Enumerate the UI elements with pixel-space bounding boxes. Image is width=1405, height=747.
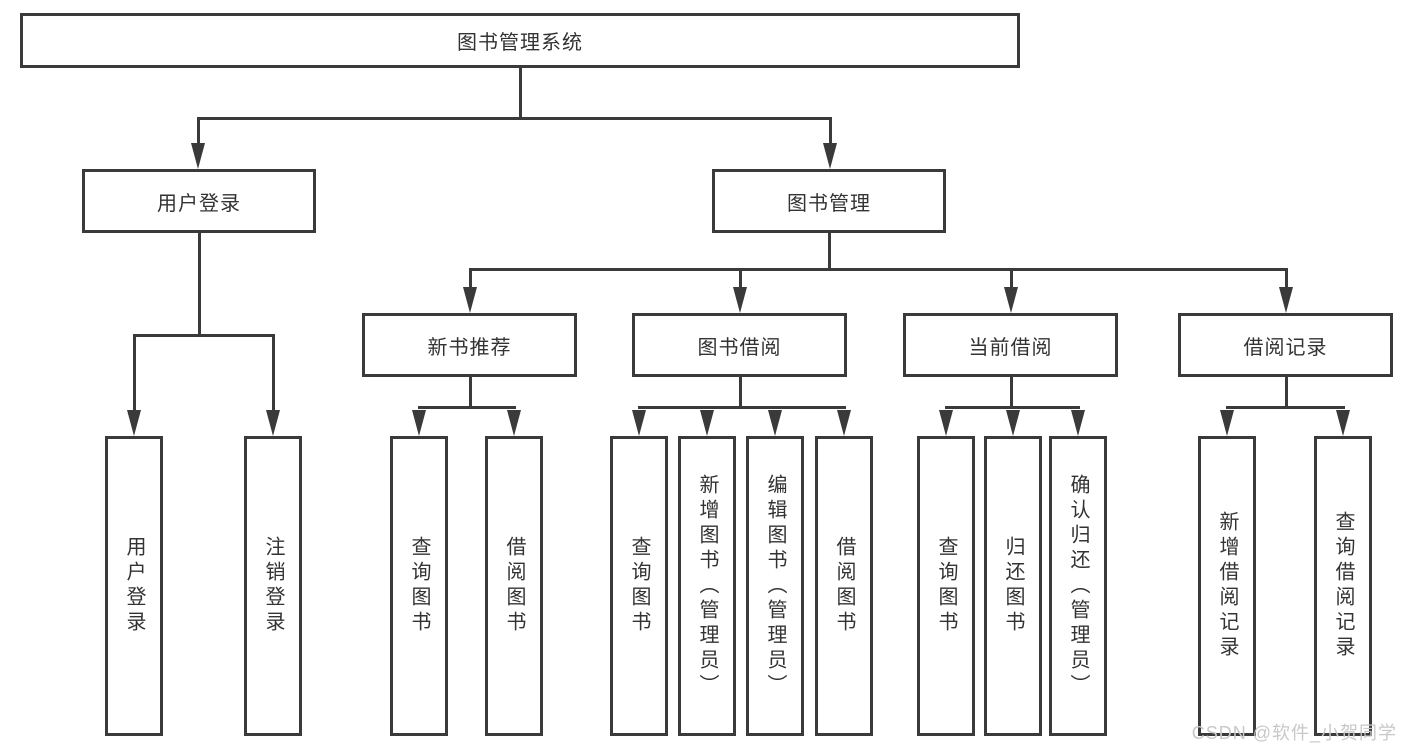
arrow-down-icon	[1004, 287, 1018, 313]
node-borrowing-records: 借阅记录	[1178, 313, 1393, 377]
node-user-login: 用户登录	[82, 169, 316, 233]
connector-vline	[519, 68, 522, 118]
node-book-management: 图书管理	[712, 169, 946, 233]
leaf-br-add-borrow-record-label: 新增借阅记录	[1216, 511, 1238, 661]
arrow-down-icon	[768, 410, 782, 436]
leaf-user-login-label: 用户登录	[123, 536, 145, 636]
node-book-borrowing-label: 图书借阅	[697, 336, 782, 359]
connector-vline	[198, 233, 201, 336]
connector-hline	[469, 268, 1287, 271]
arrow-down-icon	[837, 410, 851, 436]
connector-vline	[1285, 268, 1288, 289]
arrow-down-icon	[939, 410, 953, 436]
node-current-borrowing-label: 当前借阅	[968, 336, 1053, 359]
connector-hline	[133, 334, 275, 337]
leaf-bb-query-books-label: 查询图书	[628, 536, 650, 636]
arrow-down-icon	[733, 287, 747, 313]
node-root: 图书管理系统	[20, 13, 1020, 68]
leaf-nbr-borrow-books-label: 借阅图书	[503, 536, 525, 636]
leaf-nbr-query-books: 查询图书	[390, 436, 448, 736]
arrow-down-icon	[1220, 410, 1234, 436]
leaf-cb-return-books-label: 归还图书	[1002, 536, 1024, 636]
arrow-down-icon	[127, 410, 141, 436]
connector-hline	[418, 406, 516, 409]
leaf-br-add-borrow-record: 新增借阅记录	[1198, 436, 1256, 736]
leaf-bb-add-books-admin: 新增图书（管理员）	[678, 436, 736, 736]
connector-vline	[469, 377, 472, 408]
leaf-cb-return-books: 归还图书	[984, 436, 1042, 736]
arrow-down-icon	[266, 410, 280, 436]
arrow-down-icon	[463, 287, 477, 313]
arrow-down-icon	[412, 410, 426, 436]
connector-hline	[197, 117, 832, 120]
arrow-down-icon	[1279, 287, 1293, 313]
connector-vline	[1010, 268, 1013, 289]
node-root-label: 图书管理系统	[457, 32, 583, 54]
leaf-bb-add-books-admin-label: 新增图书（管理员）	[696, 473, 718, 699]
leaf-cb-confirm-return-admin-label: 确认归还（管理员）	[1067, 473, 1089, 699]
arrow-down-icon	[1071, 410, 1085, 436]
connector-vline	[739, 377, 742, 408]
connector-vline	[829, 117, 832, 146]
node-book-borrowing: 图书借阅	[632, 313, 847, 377]
leaf-bb-edit-books-admin-label: 编辑图书（管理员）	[764, 473, 786, 699]
arrow-down-icon	[191, 143, 205, 169]
leaf-user-login: 用户登录	[105, 436, 163, 736]
leaf-nbr-borrow-books: 借阅图书	[485, 436, 543, 736]
leaf-cb-query-books: 查询图书	[917, 436, 975, 736]
node-book-management-label: 图书管理	[787, 192, 871, 215]
leaf-cb-query-books-label: 查询图书	[935, 536, 957, 636]
leaf-cb-confirm-return-admin: 确认归还（管理员）	[1049, 436, 1107, 736]
leaf-bb-edit-books-admin: 编辑图书（管理员）	[746, 436, 804, 736]
connector-hline	[638, 406, 846, 409]
connector-vline	[197, 117, 200, 146]
connector-vline	[828, 233, 831, 270]
arrow-down-icon	[1006, 410, 1020, 436]
leaf-bb-query-books: 查询图书	[610, 436, 668, 736]
leaf-nbr-query-books-label: 查询图书	[408, 536, 430, 636]
leaf-logout-label: 注销登录	[262, 536, 284, 636]
watermark-csdn: CSDN @软件_小贺同学	[1191, 723, 1397, 743]
leaf-br-query-borrow-record: 查询借阅记录	[1314, 436, 1372, 736]
leaf-br-query-borrow-record-label: 查询借阅记录	[1332, 511, 1354, 661]
node-new-book-recommend-label: 新书推荐	[427, 336, 512, 359]
arrow-down-icon	[507, 410, 521, 436]
arrow-down-icon	[632, 410, 646, 436]
node-current-borrowing: 当前借阅	[903, 313, 1118, 377]
connector-vline	[739, 268, 742, 289]
connector-hline	[1226, 406, 1345, 409]
node-new-book-recommend: 新书推荐	[362, 313, 577, 377]
connector-vline	[133, 334, 136, 413]
connector-vline	[1285, 377, 1288, 408]
arrow-down-icon	[700, 410, 714, 436]
leaf-bb-borrow-books-label: 借阅图书	[833, 536, 855, 636]
node-borrowing-records-label: 借阅记录	[1243, 336, 1328, 359]
connector-vline	[469, 268, 472, 289]
connector-vline	[272, 334, 275, 413]
connector-hline	[945, 406, 1080, 409]
connector-vline	[1010, 377, 1013, 408]
node-user-login-label: 用户登录	[157, 192, 241, 215]
arrow-down-icon	[1336, 410, 1350, 436]
leaf-logout: 注销登录	[244, 436, 302, 736]
arrow-down-icon	[823, 143, 837, 169]
leaf-bb-borrow-books: 借阅图书	[815, 436, 873, 736]
